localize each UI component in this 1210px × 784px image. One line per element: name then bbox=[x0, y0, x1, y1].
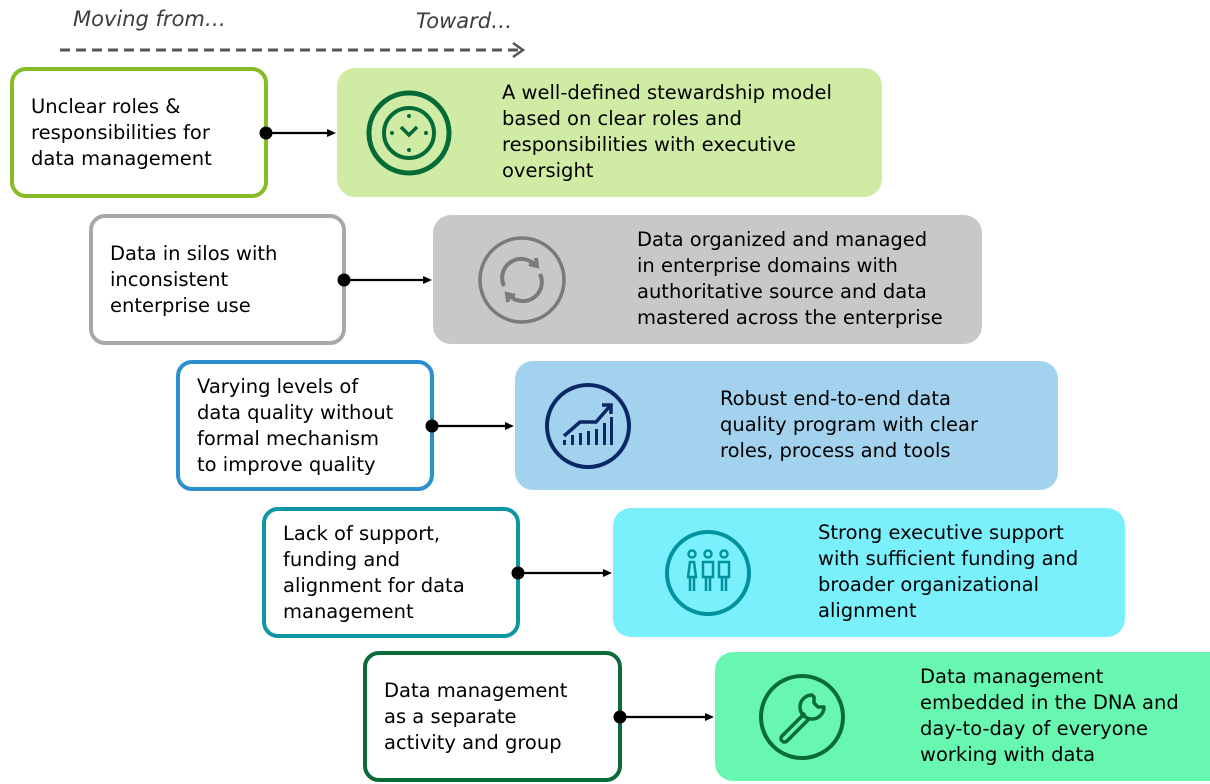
people-group-icon bbox=[665, 529, 751, 616]
target-state-line: embedded in the DNA and bbox=[920, 690, 1179, 714]
current-state-line: data management bbox=[31, 146, 212, 170]
target-state-line: Robust end-to-end data bbox=[720, 386, 951, 410]
target-state-line: quality program with clear bbox=[720, 412, 979, 436]
progress-direction-arrow bbox=[60, 41, 526, 59]
current-state-line: Data management bbox=[384, 678, 568, 702]
target-state-line: oversight bbox=[502, 158, 594, 182]
current-state-line: formal mechanism bbox=[197, 426, 379, 450]
target-state-line: broader organizational bbox=[818, 572, 1040, 596]
current-state-line: inconsistent bbox=[110, 267, 229, 291]
target-state-line: Data organized and managed bbox=[637, 227, 928, 251]
target-state-line: day-to-day of everyone bbox=[920, 716, 1148, 740]
target-state-line: roles, process and tools bbox=[720, 438, 951, 462]
target-state-line: mastered across the enterprise bbox=[637, 305, 943, 329]
current-state-line: to improve quality bbox=[197, 452, 376, 476]
transition-connector-arrow bbox=[337, 273, 432, 286]
target-state-line: A well-defined stewardship model bbox=[502, 80, 832, 104]
target-state-line: based on clear roles and bbox=[502, 106, 742, 130]
current-state-line: Varying levels of bbox=[197, 374, 359, 398]
moving-from-label: Moving from… bbox=[73, 7, 226, 31]
current-state-line: management bbox=[283, 599, 414, 623]
target-state-line: in enterprise domains with bbox=[637, 253, 898, 277]
current-state-line: alignment for data bbox=[283, 573, 465, 597]
wrench-icon bbox=[759, 673, 845, 760]
target-state-line: with sufficient funding and bbox=[818, 546, 1079, 570]
target-state-line: working with data bbox=[920, 742, 1096, 766]
transition-connector-arrow bbox=[259, 126, 336, 139]
current-state-line: Lack of support, bbox=[283, 521, 441, 545]
current-state-line: activity and group bbox=[384, 730, 562, 754]
clock-icon bbox=[366, 90, 452, 175]
target-state-line: alignment bbox=[818, 598, 917, 622]
current-state-line: funding and bbox=[283, 547, 400, 571]
target-state-line: responsibilities with executive bbox=[502, 132, 796, 156]
trending-chart-icon bbox=[545, 382, 631, 469]
current-state-line: data quality without bbox=[197, 400, 394, 424]
current-state-line: enterprise use bbox=[110, 293, 251, 317]
target-state-line: Data management bbox=[920, 664, 1104, 688]
transition-connector-arrow bbox=[613, 710, 714, 723]
transition-connector-arrow bbox=[511, 566, 612, 579]
target-state-line: authoritative source and data bbox=[637, 279, 927, 303]
transition-connector-arrow bbox=[425, 419, 514, 432]
current-state-line: Data in silos with bbox=[110, 241, 278, 265]
target-state-line: Strong executive support bbox=[818, 520, 1064, 544]
toward-label: Toward… bbox=[416, 9, 513, 33]
current-state-line: as a separate bbox=[384, 704, 517, 728]
current-state-line: Unclear roles & bbox=[31, 94, 181, 118]
refresh-icon bbox=[478, 235, 566, 324]
current-state-line: responsibilities for bbox=[31, 120, 210, 144]
